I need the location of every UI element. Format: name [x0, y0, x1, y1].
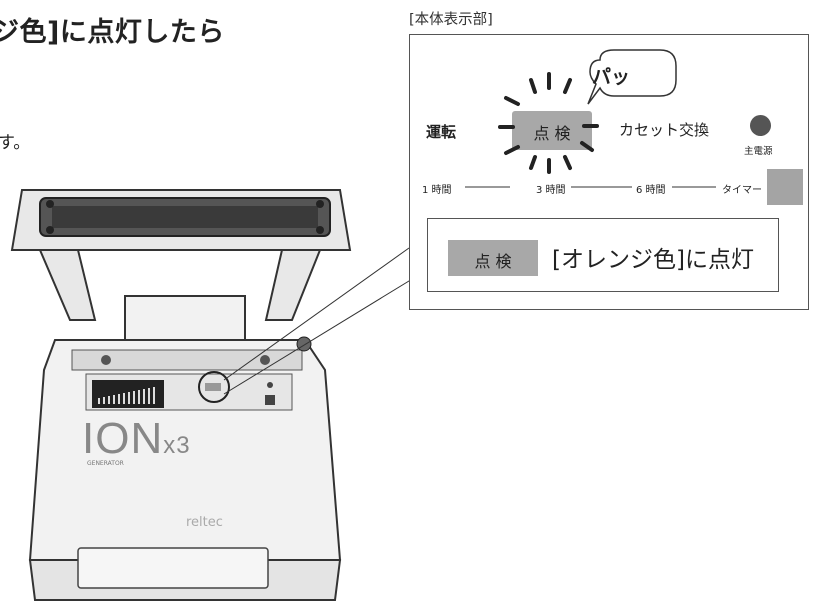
device-logo-caption: GENERATOR: [87, 460, 124, 467]
device-logo-main: ION: [82, 414, 164, 463]
callout-check-label: 点 検: [474, 252, 512, 271]
device-logo: IONx3: [82, 414, 191, 464]
speech-bubble: [587, 49, 677, 105]
timer-1h-label: 1 時間: [422, 185, 452, 196]
bubble-text: パッ: [592, 66, 631, 88]
callout-box: 点 検 [オレンジ色]に点灯: [427, 218, 779, 292]
cassette-label: カセット交換: [619, 121, 710, 139]
timer-label: タイマー: [722, 185, 762, 196]
device-brand: reltec: [186, 515, 223, 530]
callout-check-lamp: 点 検: [448, 240, 538, 276]
page-heading: ジ色]に点灯したら: [0, 17, 225, 48]
check-lamp-label: 点 検: [533, 124, 571, 143]
timer-6h-label: 6 時間: [636, 185, 666, 196]
device-logo-sub: x3: [163, 432, 191, 459]
power-label: 主電源: [744, 146, 773, 157]
check-lamp: 点 検: [512, 111, 592, 150]
body-text: す。: [0, 133, 31, 153]
flash-rays: [498, 72, 599, 174]
panel-caption: [本体表示部]: [409, 12, 493, 28]
timer-3h-label: 3 時間: [536, 185, 566, 196]
callout-text: [オレンジ色]に点灯: [552, 247, 754, 273]
power-indicator: [750, 115, 771, 136]
timer-button: [767, 169, 803, 205]
run-label: 運転: [426, 123, 457, 141]
